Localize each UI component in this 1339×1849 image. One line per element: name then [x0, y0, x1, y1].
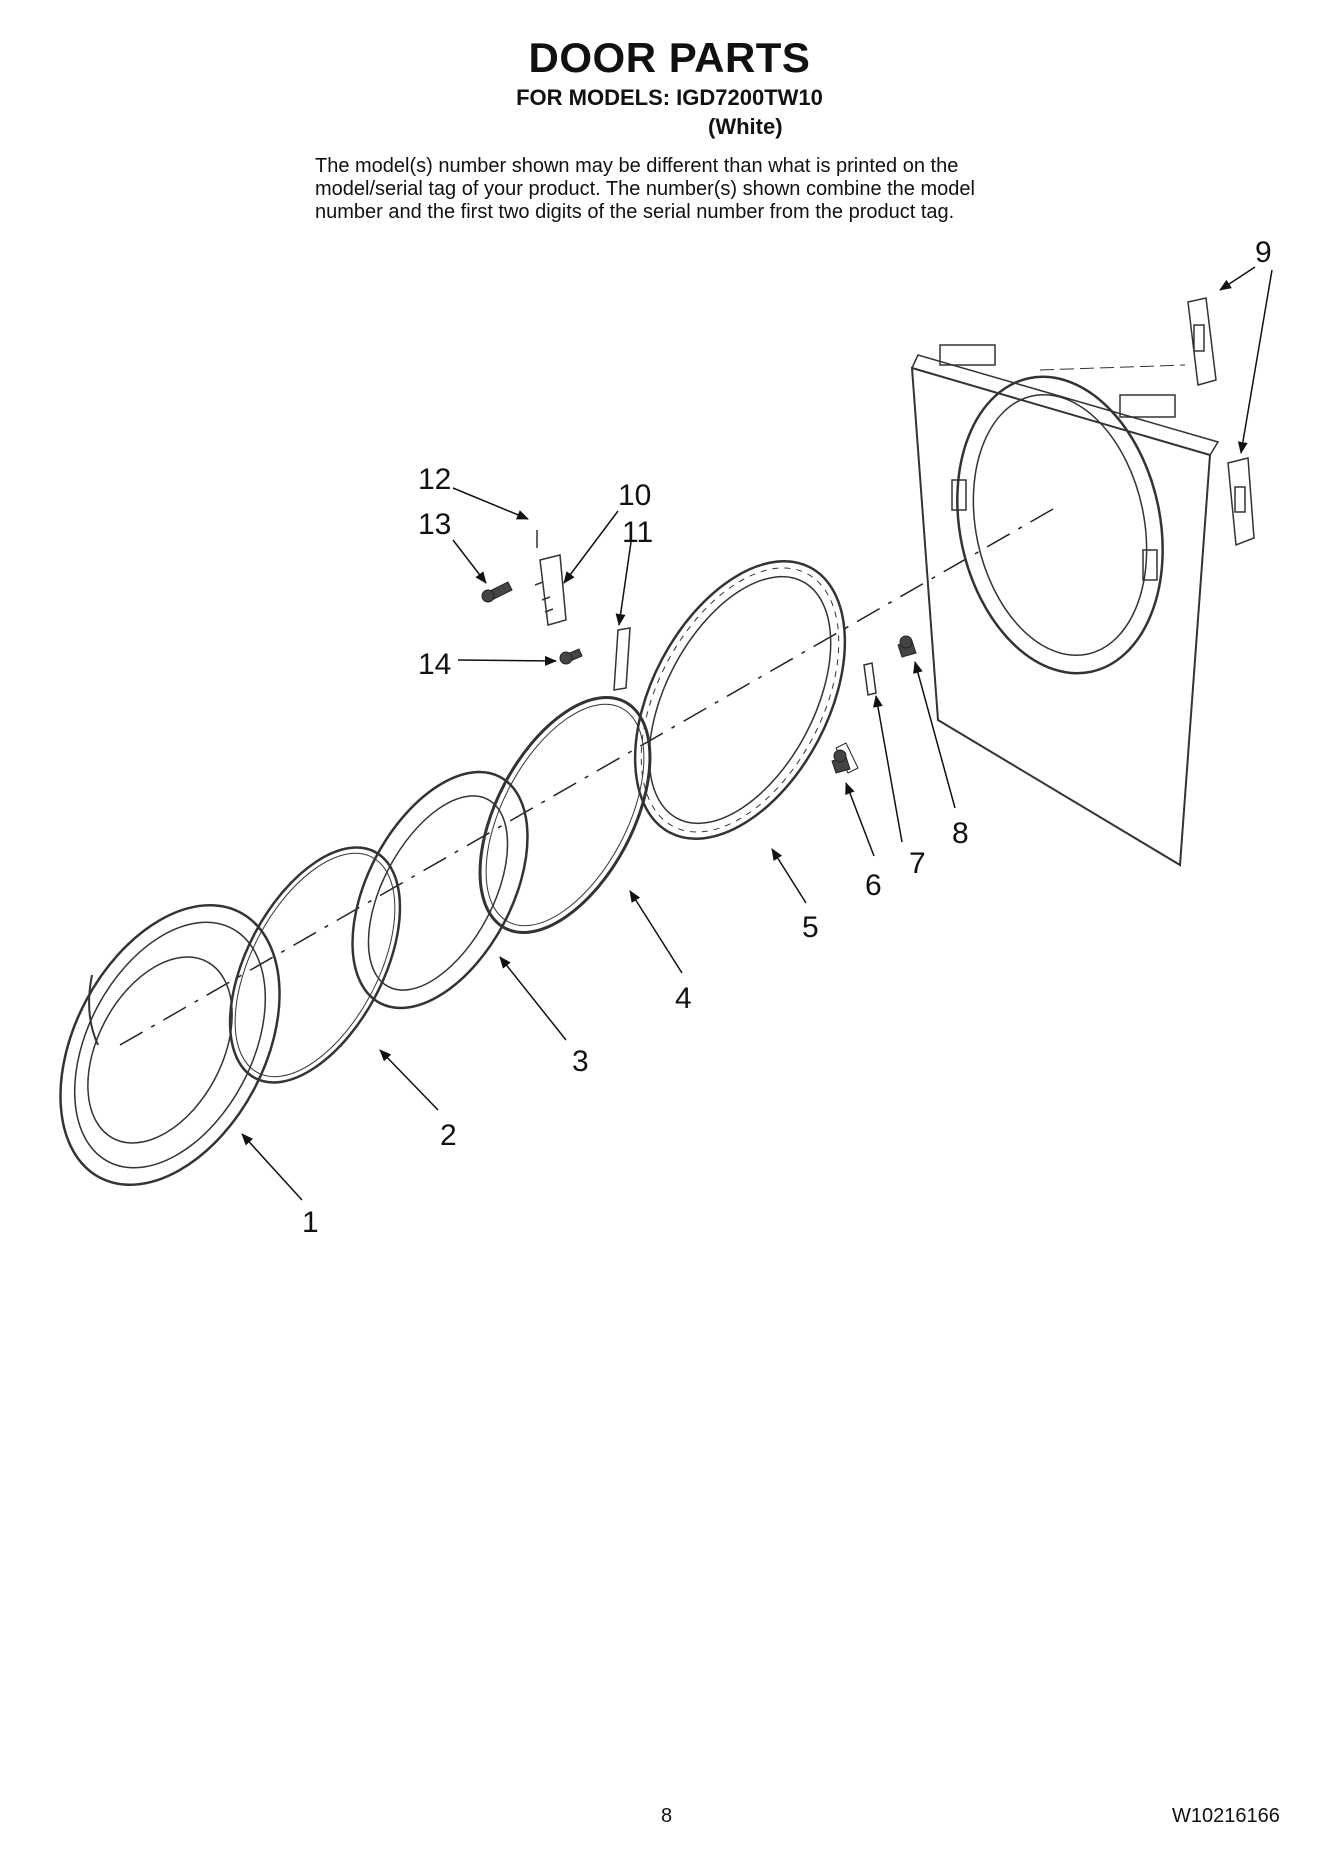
- callout-8: 8: [952, 817, 969, 850]
- outer-door: [59, 904, 281, 1186]
- model-variant: (White): [708, 114, 783, 139]
- models-line: FOR MODELS: IGD7200TW10: [516, 85, 823, 110]
- note-line: number and the first two digits of the s…: [315, 201, 955, 223]
- callout-6: 6: [865, 869, 882, 902]
- callout-labels: 1 2 3 4 5 6 7 8 9 10 11 12 13 14: [302, 236, 1272, 1239]
- door-hinge: [1187, 297, 1255, 547]
- page-title: DOOR PARTS: [528, 34, 811, 81]
- door-ring: [228, 846, 402, 1084]
- screw: [481, 581, 917, 774]
- leader-lines: [241, 266, 1273, 1201]
- inner-door-frame: [633, 560, 847, 840]
- callout-7: 7: [909, 847, 926, 880]
- note-line: The model(s) number shown may be differe…: [315, 155, 959, 177]
- door-gasket: [478, 696, 652, 934]
- callout-5: 5: [802, 911, 819, 944]
- callout-10: 10: [618, 479, 651, 512]
- callout-14: 14: [418, 648, 451, 681]
- door-glass: [351, 770, 529, 1010]
- callout-4: 4: [675, 982, 692, 1015]
- page-number: 8: [661, 1805, 673, 1827]
- door-latch: [534, 530, 631, 691]
- callout-1: 1: [302, 1206, 319, 1239]
- callout-9: 9: [1255, 236, 1272, 269]
- front-panel: [910, 344, 1220, 867]
- center-axis-line: [119, 504, 1061, 1046]
- document-id: W10216166: [1172, 1805, 1280, 1827]
- callout-11: 11: [622, 516, 653, 549]
- model-note: The model(s) number shown may be differe…: [315, 155, 1135, 224]
- note-line: model/serial tag of your product. The nu…: [315, 178, 975, 200]
- callout-2: 2: [440, 1119, 457, 1152]
- callout-3: 3: [572, 1045, 589, 1078]
- strike-pin: [863, 662, 877, 696]
- callout-13: 13: [418, 508, 451, 541]
- callout-12: 12: [418, 463, 451, 496]
